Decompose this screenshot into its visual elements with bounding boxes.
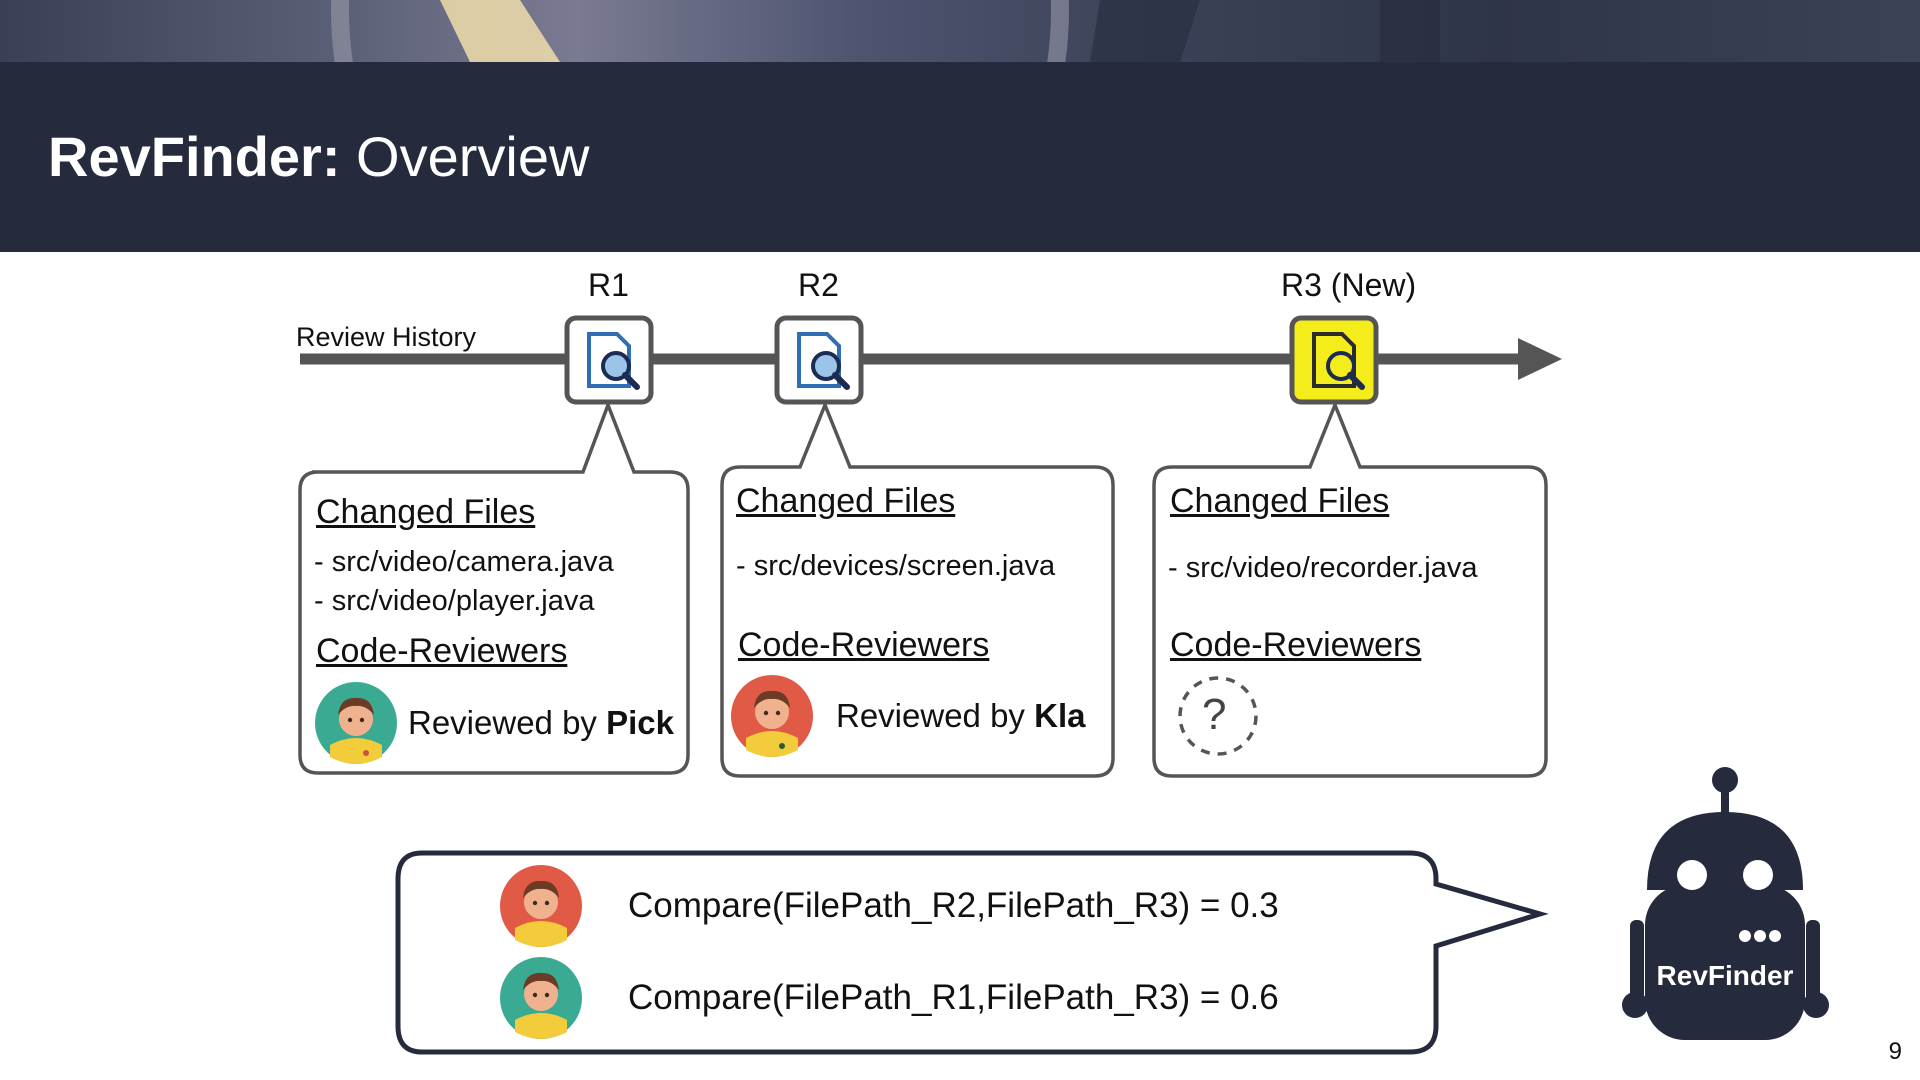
comparison-r1-r3: Compare(FilePath_R1,FilePath_R3) = 0.6 (628, 978, 1279, 1017)
robot-icon (1622, 767, 1829, 1040)
card-r2 (720, 400, 1115, 778)
avatar-kla (731, 675, 813, 757)
robot-label: RevFinder (1656, 960, 1794, 991)
card-r1-file-1: - src/video/camera.java (314, 546, 614, 578)
avatar-pick (315, 682, 397, 764)
card-r1 (298, 400, 690, 775)
comparison-r2-r3: Compare(FilePath_R2,FilePath_R3) = 0.3 (628, 886, 1279, 925)
review-icon-r1 (564, 315, 654, 405)
card-r1-reviewers-heading: Code-Reviewers (316, 632, 568, 670)
review-icon-r3-new (1289, 315, 1379, 405)
card-r2-reviewers-heading: Code-Reviewers (738, 626, 990, 664)
unknown-reviewer-circle (1178, 676, 1258, 756)
reviewed-prefix: Reviewed by (408, 704, 607, 741)
card-r3-reviewers-heading: Code-Reviewers (1170, 626, 1422, 664)
header-photo-shapes (331, 0, 1440, 62)
title-bar (0, 62, 1920, 252)
timeline-arrowhead (1518, 338, 1562, 380)
card-r3-file-1: - src/video/recorder.java (1168, 552, 1478, 584)
reviewed-prefix: Reviewed by (836, 697, 1035, 734)
comparison-avatar-kla (500, 865, 582, 947)
review-history-label: Review History (296, 322, 477, 352)
comparison-avatar-pick (500, 957, 582, 1039)
title-bold: RevFinder: (48, 125, 341, 188)
slide-title: RevFinder: Overview (48, 124, 589, 189)
header-photo (0, 0, 1920, 62)
card-r1-files-heading: Changed Files (316, 493, 536, 531)
review-label-r3: R3 (New) (1281, 267, 1417, 303)
card-r2-reviewed-by: Reviewed by Kla (836, 697, 1085, 735)
card-r1-file-2: - src/video/player.java (314, 585, 595, 617)
card-r1-reviewed-by: Reviewed by Pick (408, 704, 674, 742)
card-r2-files-heading: Changed Files (736, 482, 956, 520)
page-number: 9 (1888, 1038, 1902, 1065)
reviewer-name-pick: Pick (606, 704, 674, 741)
unknown-reviewer-mark: ? (1202, 690, 1227, 739)
review-label-r2: R2 (798, 267, 839, 303)
reviewer-name-kla: Kla (1034, 697, 1086, 734)
card-r3 (1152, 400, 1548, 778)
comparison-bubble (395, 850, 1549, 1055)
card-r3-files-heading: Changed Files (1170, 482, 1390, 520)
review-label-r1: R1 (588, 267, 629, 303)
review-icon-r2 (774, 315, 864, 405)
title-rest: Overview (340, 125, 590, 188)
card-r2-file-1: - src/devices/screen.java (736, 550, 1056, 582)
